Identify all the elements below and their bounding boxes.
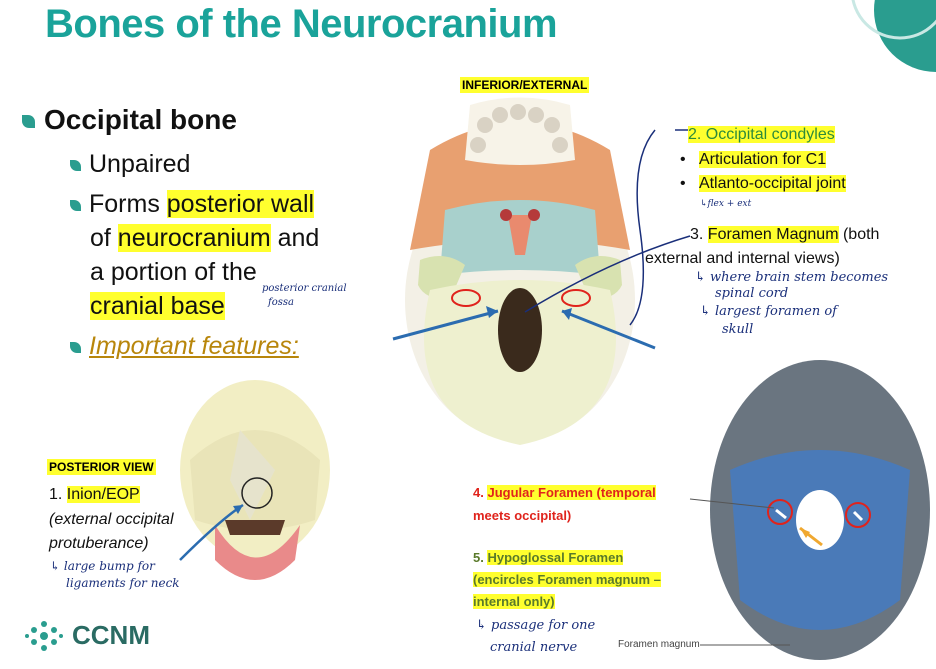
ccnm-logo-text: CCNM [72, 620, 150, 651]
